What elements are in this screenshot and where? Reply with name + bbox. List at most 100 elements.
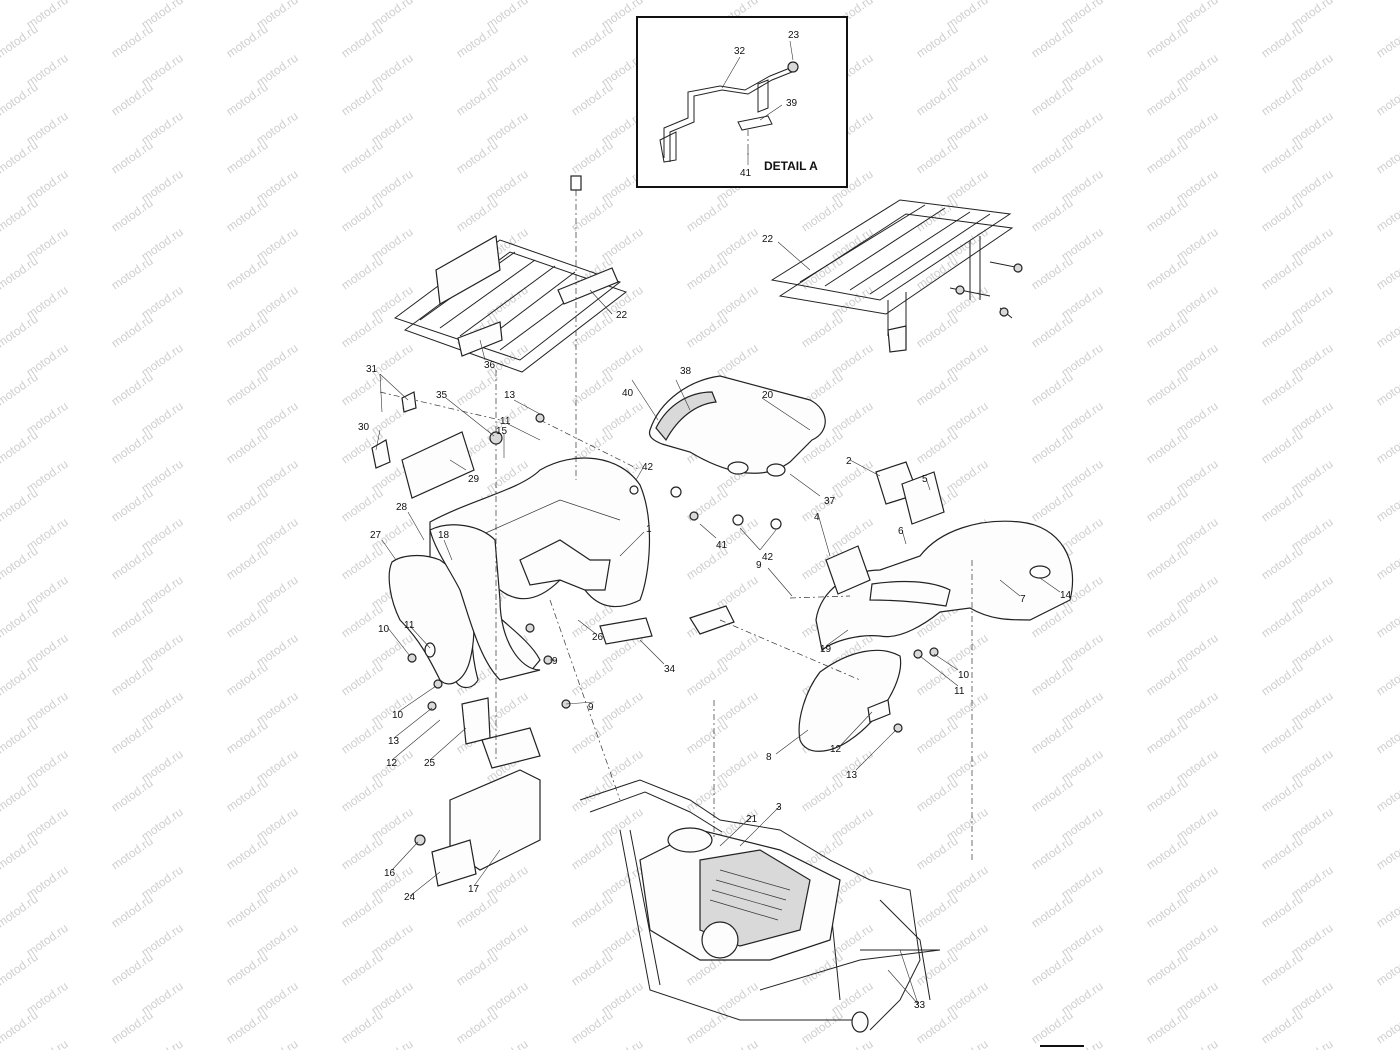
watermark-text: motod.ru bbox=[684, 254, 731, 293]
watermark-text: motod.ru bbox=[484, 1037, 531, 1050]
watermark-text: motod.ru bbox=[1029, 370, 1076, 409]
watermark-text: motod.ru bbox=[339, 138, 386, 177]
callout-39: 39 bbox=[786, 98, 798, 109]
watermark-text: motod.ru bbox=[1144, 950, 1191, 989]
watermark-text: motod.ru bbox=[1144, 370, 1191, 409]
watermark-text: motod.ru bbox=[1029, 254, 1076, 293]
watermark-text: motod.ru bbox=[1029, 196, 1076, 235]
watermark-text: motod.ru bbox=[684, 1008, 731, 1047]
callout-6: 6 bbox=[898, 526, 904, 537]
watermark-text: motod.ru bbox=[109, 602, 156, 641]
watermark-text: motod.ru bbox=[1029, 660, 1076, 699]
callout-26: 26 bbox=[592, 632, 604, 643]
frame-engine bbox=[579, 779, 941, 1033]
watermark-text: motod.ru bbox=[369, 1037, 416, 1050]
watermark-text: motod.ru bbox=[1029, 312, 1076, 351]
callout-32: 32 bbox=[734, 46, 746, 57]
watermark-text: motod.ru bbox=[109, 892, 156, 931]
watermark-text: motod.ru bbox=[109, 486, 156, 525]
callout-23: 23 bbox=[788, 30, 800, 41]
watermark-text: motod.ru bbox=[224, 312, 271, 351]
watermark-text: motod.ru bbox=[109, 196, 156, 235]
watermark-text: motod.ru bbox=[0, 660, 41, 699]
watermark-text: motod.ru bbox=[1374, 22, 1400, 61]
watermark-text: motod.ru bbox=[1029, 138, 1076, 177]
watermark-text: motod.ru bbox=[0, 254, 41, 293]
watermark-text: motod.ru bbox=[1374, 0, 1400, 2]
watermark-text: motod.ru bbox=[1029, 834, 1076, 873]
callout-2: 2 bbox=[846, 456, 852, 467]
callout-15: 15 bbox=[496, 426, 508, 437]
watermark-text: motod.ru bbox=[109, 660, 156, 699]
watermark-text: motod.ru bbox=[224, 834, 271, 873]
watermark-text: motod.ru bbox=[339, 660, 386, 699]
watermark-text: motod.ru bbox=[799, 0, 846, 2]
watermark-text: motod.ru bbox=[1029, 486, 1076, 525]
watermark-text: motod.ru bbox=[109, 80, 156, 119]
callout-21: 21 bbox=[746, 814, 758, 825]
watermark-text: motod.ru bbox=[1144, 196, 1191, 235]
watermark-text: motod.ru bbox=[1029, 22, 1076, 61]
watermark-text: motod.ru bbox=[914, 1008, 961, 1047]
watermark-text: motod.ru bbox=[944, 1037, 991, 1050]
callout-42: 42 bbox=[762, 552, 774, 563]
callout-4: 4 bbox=[814, 512, 820, 523]
watermark-text: motod.ru bbox=[224, 660, 271, 699]
callout-30: 30 bbox=[358, 422, 370, 433]
callout-41: 41 bbox=[740, 168, 752, 179]
watermark-text: motod.ru bbox=[684, 196, 731, 235]
watermark-text: motod.ru bbox=[109, 776, 156, 815]
watermark-text: motod.ru bbox=[1259, 602, 1306, 641]
callout-12: 12 bbox=[830, 744, 842, 755]
watermark-text: motod.ru bbox=[1029, 892, 1076, 931]
watermark-text: motod.ru bbox=[1374, 80, 1400, 119]
callout-12: 12 bbox=[386, 758, 398, 769]
watermark-text: motod.ru bbox=[1059, 1037, 1106, 1050]
watermark-text: motod.ru bbox=[829, 1037, 876, 1050]
callouts: 32 23 39 41 22 22 36 31 35 13 11 15 30 2… bbox=[358, 30, 1072, 1011]
watermark-text: motod.ru bbox=[1144, 776, 1191, 815]
watermark-text: motod.ru bbox=[109, 138, 156, 177]
watermark-text: motod.ru bbox=[1029, 0, 1076, 2]
watermark-text: motod.ru bbox=[1259, 370, 1306, 409]
watermark-text: motod.ru bbox=[109, 1008, 156, 1047]
callout-11: 11 bbox=[404, 620, 415, 631]
tail-bracket bbox=[401, 431, 475, 499]
watermark-text: motod.ru bbox=[1144, 660, 1191, 699]
watermark-text: motod.ru bbox=[224, 718, 271, 757]
watermark-text: motod.ru bbox=[224, 196, 271, 235]
watermark-text: motod.ru bbox=[799, 1008, 846, 1047]
watermark-text: motod.ru bbox=[454, 892, 501, 931]
watermark-text: motod.ru bbox=[1144, 892, 1191, 931]
watermark-text: motod.ru bbox=[224, 602, 271, 641]
callout-9: 9 bbox=[552, 656, 558, 667]
watermark-text: motod.ru bbox=[1144, 834, 1191, 873]
callout-9: 9 bbox=[588, 702, 594, 713]
callout-27: 27 bbox=[370, 530, 382, 541]
callout-20: 20 bbox=[762, 390, 774, 401]
callout-13: 13 bbox=[504, 390, 516, 401]
watermark-text: motod.ru bbox=[109, 0, 156, 2]
watermark-text: motod.ru bbox=[799, 486, 846, 525]
watermark-text: motod.ru bbox=[339, 1008, 386, 1047]
watermark-text: motod.ru bbox=[1029, 776, 1076, 815]
watermark-text: motod.ru bbox=[339, 950, 386, 989]
callout-29: 29 bbox=[468, 474, 480, 485]
watermark-text: motod.ru bbox=[1374, 138, 1400, 177]
watermark-text: motod.ru bbox=[569, 660, 616, 699]
watermark-text: motod.ru bbox=[1374, 196, 1400, 235]
watermark-text: motod.ru bbox=[1259, 196, 1306, 235]
watermark-text: motod.ru bbox=[224, 370, 271, 409]
watermark-text: motod.ru bbox=[1259, 776, 1306, 815]
watermark-text: motod.ru bbox=[224, 428, 271, 467]
callout-3: 3 bbox=[776, 802, 782, 813]
rear-rack bbox=[393, 235, 628, 373]
watermark-text: motod.ru bbox=[109, 428, 156, 467]
watermark-text: motod.ru bbox=[339, 892, 386, 931]
callout-38: 38 bbox=[680, 366, 692, 377]
callout-1: 1 bbox=[646, 524, 652, 535]
callout-35: 35 bbox=[436, 390, 448, 401]
watermark-text: motod.ru bbox=[684, 0, 731, 2]
watermark-text: motod.ru bbox=[1289, 1037, 1336, 1050]
